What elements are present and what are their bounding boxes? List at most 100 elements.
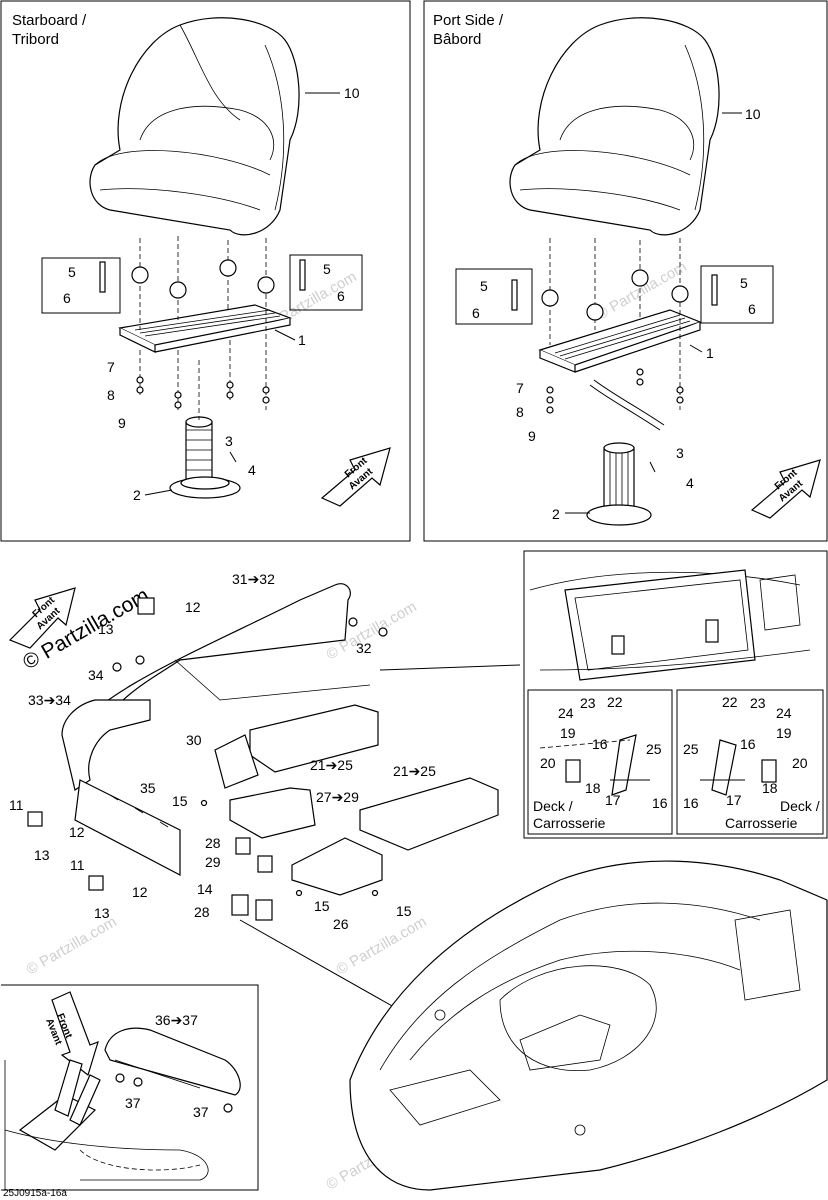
callout-16-l2: 16 <box>652 795 668 811</box>
callout-16-l: 16 <box>592 736 608 752</box>
callout-5-sb-right: 5 <box>323 261 331 277</box>
callout-10-port: 10 <box>745 106 761 122</box>
port-title-line2: Bâbord <box>433 31 481 48</box>
callout-15-c: 15 <box>396 903 412 919</box>
callout-3-port: 3 <box>676 445 684 461</box>
callout-31-32: 31➔32 <box>232 571 275 587</box>
starboard-callouts: 10 5 6 5 6 1 7 8 9 3 4 2 <box>63 85 360 503</box>
callout-12-a: 12 <box>185 599 201 615</box>
callout-9-port: 9 <box>528 428 536 444</box>
svg-text:© Partzilla.com: © Partzilla.com <box>24 913 120 978</box>
deck-detail-left-box <box>527 689 673 835</box>
deck-label-r1: Deck / <box>780 798 820 814</box>
starboard-panel-frame <box>0 0 411 542</box>
callout-10-sb: 10 <box>344 85 360 101</box>
callout-7-port: 7 <box>516 380 524 396</box>
console-throttle <box>4 1059 209 1190</box>
starboard-title-line1: Starboard / <box>12 12 87 29</box>
console-armrest <box>104 1027 241 1096</box>
front-arrow-starboard: Front Avant <box>320 447 391 507</box>
callout-6-sb: 6 <box>63 290 71 306</box>
bench-hardware <box>27 597 388 921</box>
callout-7-sb: 7 <box>107 359 115 375</box>
callout-2-port: 2 <box>552 506 560 522</box>
callout-28-b: 28 <box>194 904 210 920</box>
deck-label-l2: Carrosserie <box>533 815 606 831</box>
callout-37-a: 37 <box>125 1095 141 1111</box>
callout-19-r: 19 <box>776 725 792 741</box>
callout-22-r: 22 <box>722 694 738 710</box>
callout-16-r2: 16 <box>683 795 699 811</box>
front-arrow-console: Front Avant <box>43 991 99 1077</box>
callout-23-l: 23 <box>580 695 596 711</box>
callout-8-port: 8 <box>516 404 524 420</box>
callout-18-l: 18 <box>585 780 601 796</box>
callout-12-c: 12 <box>132 884 148 900</box>
callout-13-a: 13 <box>98 621 114 637</box>
callout-6-sb-right: 6 <box>337 288 345 304</box>
callout-8-sb: 8 <box>107 387 115 403</box>
bench-callouts: 31➔32 12 13 32 34 33➔34 30 21➔25 21➔25 3… <box>9 571 436 932</box>
callout-6-port-right: 6 <box>748 301 756 317</box>
callout-4-port: 4 <box>686 475 694 491</box>
callout-16-r: 16 <box>740 736 756 752</box>
callout-13-b: 13 <box>34 847 50 863</box>
deck-label-r2: Carrosserie <box>725 815 798 831</box>
callout-14: 14 <box>197 881 213 897</box>
boat-hull <box>349 860 828 1191</box>
callout-36-37: 36➔37 <box>155 1012 198 1028</box>
callout-20-l: 20 <box>540 755 556 771</box>
hinge-detail-left <box>539 734 650 796</box>
callout-11-b: 11 <box>70 857 85 873</box>
starboard-mount-plate <box>118 304 293 353</box>
port-mount-plate <box>538 309 702 431</box>
callout-15-a: 15 <box>172 793 188 809</box>
console-detail-frame <box>1 984 259 1191</box>
callout-25-l: 25 <box>646 741 662 757</box>
callout-19-l: 19 <box>560 725 576 741</box>
callout-5-sb: 5 <box>68 264 76 280</box>
seat-cushions <box>214 704 499 896</box>
callout-20-r: 20 <box>792 755 808 771</box>
callout-1-port: 1 <box>706 345 714 361</box>
port-seat <box>509 17 720 236</box>
callout-29: 29 <box>205 854 221 870</box>
port-panel-frame <box>423 0 828 542</box>
callout-2-sb: 2 <box>133 487 141 503</box>
callout-15-b: 15 <box>314 898 330 914</box>
callout-26: 26 <box>333 916 349 932</box>
deck-detail-frame <box>523 550 828 839</box>
callout-24-l: 24 <box>558 705 574 721</box>
callout-12-b: 12 <box>69 824 85 840</box>
callout-1-sb: 1 <box>298 332 306 348</box>
port-callouts: 10 5 6 5 6 1 7 8 9 3 4 2 <box>472 106 761 522</box>
console-hardware <box>115 1073 233 1113</box>
callout-11-a: 11 <box>9 797 24 813</box>
callout-35: 35 <box>140 780 156 796</box>
callout-21-25-b: 21➔25 <box>393 763 436 779</box>
callout-13-c: 13 <box>94 905 110 921</box>
hinge-detail-right <box>700 739 777 796</box>
callout-17-l: 17 <box>605 792 621 808</box>
diagram-code: 25J0915a-16a <box>3 1188 67 1199</box>
callout-5-port-right: 5 <box>740 275 748 291</box>
callout-3-sb: 3 <box>225 433 233 449</box>
callout-37-b: 37 <box>193 1104 209 1120</box>
starboard-title-line2: Tribord <box>12 31 59 48</box>
callout-23-r: 23 <box>750 695 766 711</box>
side-cushion-33 <box>61 699 181 876</box>
deck-label-l1: Deck / <box>533 798 573 814</box>
port-title-line1: Port Side / <box>433 12 504 29</box>
starboard-pedestal <box>169 416 241 499</box>
port-bolts <box>455 265 774 473</box>
starboard-dashed-guides <box>139 236 267 420</box>
backrest-cushion-31 <box>63 583 371 741</box>
starboard-bolts <box>41 254 363 463</box>
callout-5-port: 5 <box>480 278 488 294</box>
callout-17-r: 17 <box>726 792 742 808</box>
callout-24-r: 24 <box>776 705 792 721</box>
callout-27-29: 27➔29 <box>316 789 359 805</box>
callout-21-25-a: 21➔25 <box>310 757 353 773</box>
callout-25-r: 25 <box>683 741 699 757</box>
